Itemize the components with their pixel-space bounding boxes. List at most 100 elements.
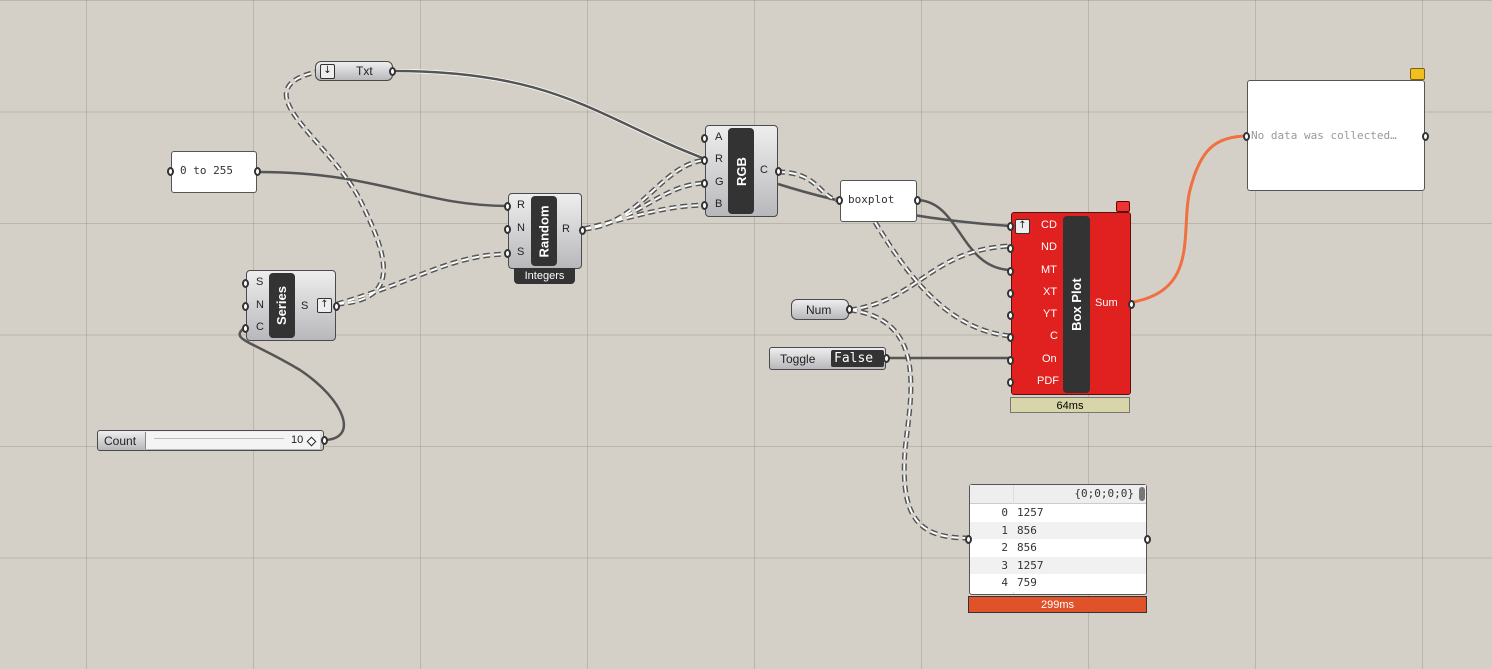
random-port-n[interactable]: [504, 225, 511, 234]
list-item-value: 856: [1017, 523, 1037, 537]
series-port-n[interactable]: [242, 302, 249, 311]
boxplot-port-cd[interactable]: [1007, 222, 1014, 231]
data-viewer-scroll-handle[interactable]: [1139, 487, 1145, 501]
rgb-input-b: B: [715, 198, 723, 210]
output-panel-input-port[interactable]: [1243, 132, 1250, 141]
txt-param[interactable]: ↓ Txt: [315, 61, 396, 81]
boxplot-input-yt: YT: [1043, 308, 1058, 320]
boxplot-input-mt: MT: [1041, 264, 1057, 276]
series-port-s[interactable]: [242, 279, 249, 288]
down-arrow-icon: ↓: [320, 64, 335, 79]
num-output-port[interactable]: [846, 305, 853, 314]
list-item-value: 1257: [1017, 558, 1044, 572]
series-input-n: N: [256, 299, 264, 311]
boxplot-port-c[interactable]: [1007, 333, 1014, 342]
boxplot-port-pdf[interactable]: [1007, 378, 1014, 387]
data-viewer-path: {0;0;0;0}: [1074, 487, 1134, 500]
wire-range-random-r[interactable]: [257, 170, 509, 208]
random-output-r: R: [562, 223, 570, 235]
rgb-component[interactable]: A R G B RGB C: [701, 125, 782, 217]
random-port-r[interactable]: [504, 202, 511, 211]
random-port-s[interactable]: [504, 249, 511, 258]
list-item-index: 2: [1001, 541, 1008, 555]
data-viewer-timing: 299ms: [968, 596, 1147, 613]
series-input-c: C: [256, 321, 264, 333]
count-slider-ticks: [154, 438, 284, 443]
boxplot-port-xt[interactable]: [1007, 289, 1014, 298]
rgb-title: RGB: [728, 128, 754, 214]
boxplot-port-yt[interactable]: [1007, 311, 1014, 320]
data-viewer-input-port[interactable]: [965, 535, 972, 544]
boxplot-input-on: On: [1042, 353, 1057, 365]
toggle-output-port[interactable]: [883, 354, 890, 363]
random-input-s: S: [517, 246, 525, 258]
wire-txt-rgb-a[interactable]: [392, 69, 709, 162]
random-input-r: R: [517, 199, 525, 211]
random-component[interactable]: R N S Random R: [504, 193, 586, 269]
boxplot-port-mt[interactable]: [1007, 267, 1014, 276]
boxplot-panel-input-port[interactable]: [836, 196, 843, 205]
boxplot-input-c: C: [1050, 330, 1058, 342]
output-panel-output-port[interactable]: [1422, 132, 1429, 141]
series-output-port[interactable]: [333, 302, 340, 311]
toggle-value-box[interactable]: False: [831, 350, 884, 367]
series-component[interactable]: S N C Series S ↑: [242, 270, 340, 341]
boxplot-port-nd[interactable]: [1007, 244, 1014, 253]
txt-output-port[interactable]: [389, 67, 396, 76]
num-param[interactable]: Num: [791, 299, 853, 320]
range-panel-input-port[interactable]: [167, 167, 174, 176]
data-viewer-output-port[interactable]: [1144, 535, 1151, 544]
data-viewer-header: {0;0;0;0}: [970, 485, 1146, 504]
boxplot-output-port[interactable]: [1128, 300, 1135, 309]
output-panel[interactable]: No data was collected…: [1243, 80, 1429, 191]
range-panel[interactable]: 0 to 255: [167, 151, 261, 193]
list-item-index: 1: [1001, 523, 1008, 537]
boxplot-warning-icon[interactable]: [1116, 201, 1130, 212]
toggle-component[interactable]: Toggle False: [769, 347, 890, 370]
range-panel-output-port[interactable]: [254, 167, 261, 176]
wire-sum-panel[interactable]: [1132, 134, 1249, 304]
wire-count-series-c[interactable]: [238, 327, 346, 442]
wire-random-rgb-r: [583, 157, 706, 232]
wire-panel-c: [872, 220, 1011, 339]
boxplot-input-pdf: PDF: [1037, 375, 1059, 387]
boxplot-panel-output-port[interactable]: [914, 196, 921, 205]
boxplot-component[interactable]: ↑ CD ND MT XT YT C On PDF Box Plot Sum: [1007, 212, 1135, 395]
count-slider[interactable]: Count 10: [97, 430, 328, 451]
count-output-port[interactable]: [321, 436, 328, 445]
boxplot-input-cd: CD: [1041, 219, 1057, 231]
toggle-value: False: [834, 351, 874, 366]
rgb-input-g: G: [715, 176, 724, 188]
slider-handle-icon[interactable]: [306, 436, 317, 447]
output-panel-flag-icon[interactable]: [1410, 68, 1425, 80]
list-item-index: 0: [1001, 506, 1008, 519]
rgb-output-port[interactable]: [775, 167, 782, 176]
random-output-port[interactable]: [579, 226, 586, 235]
rgb-port-b[interactable]: [701, 201, 708, 210]
series-output-s: S: [301, 300, 309, 312]
boxplot-text-panel[interactable]: boxplot: [836, 180, 921, 222]
txt-label: Txt: [356, 64, 373, 78]
boxplot-port-on[interactable]: [1007, 356, 1014, 365]
random-title: Random: [531, 196, 557, 266]
series-input-s: S: [256, 276, 264, 288]
random-footer: Integers: [514, 268, 575, 284]
rgb-port-g[interactable]: [701, 179, 708, 188]
rgb-port-r[interactable]: [701, 156, 708, 165]
rgb-port-a[interactable]: [701, 134, 708, 143]
boxplot-output-sum: Sum: [1095, 297, 1118, 309]
rgb-input-a: A: [715, 131, 723, 143]
toggle-label: Toggle: [780, 352, 816, 366]
series-port-c[interactable]: [242, 324, 249, 333]
boxplot-input-xt: XT: [1043, 286, 1058, 298]
wire-random-rgb-b: [583, 202, 706, 232]
wire-boxplot-panel-mt[interactable]: [915, 198, 1011, 272]
list-item-value: 1257: [1017, 506, 1044, 519]
count-slider-track[interactable]: 10: [145, 432, 320, 449]
